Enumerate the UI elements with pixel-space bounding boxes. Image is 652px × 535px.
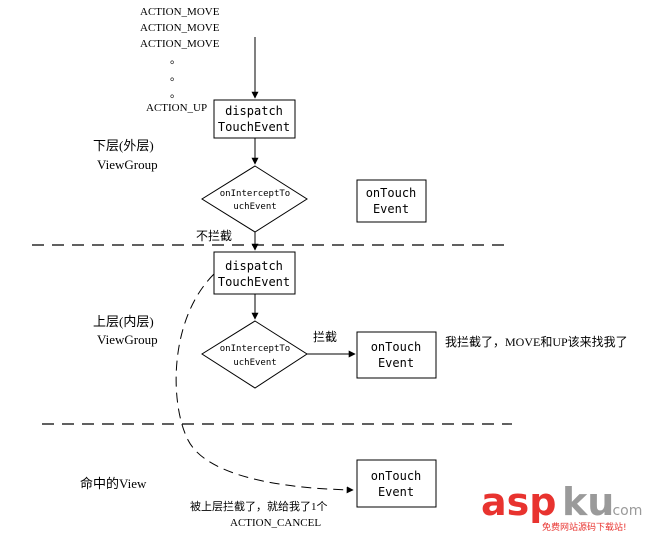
cancel-dashed-arrow — [175, 273, 354, 494]
outer-ontouch-box — [356, 179, 427, 223]
target-label: 命中的View — [80, 476, 147, 491]
event-ellipsis-2: 。 — [170, 71, 181, 83]
target-ontouch-line1: onTouch — [371, 469, 422, 483]
cancel-note-line2: ACTION_CANCEL — [230, 517, 321, 529]
outer-dispatch-line1: dispatch — [225, 104, 283, 118]
watermark-ku: ku — [562, 480, 614, 524]
inner-dispatch-line1: dispatch — [225, 259, 283, 273]
inner-label-line1: 上层(内层) — [93, 314, 154, 329]
cancel-note-line1: 被上层拦截了，就给我了1个 — [190, 499, 328, 513]
outer-intercept-line2: uchEvent — [233, 202, 276, 212]
event-action-move-1: ACTION_MOVE — [140, 6, 220, 18]
inner-ontouch-box — [356, 331, 437, 379]
watermark-asp: asp — [481, 480, 556, 524]
event-ellipsis-1: 。 — [170, 54, 181, 66]
inner-intercept-diamond — [201, 320, 308, 389]
event-action-move-3: ACTION_MOVE — [140, 38, 220, 50]
outer-ontouch-line1: onTouch — [366, 186, 417, 200]
inner-ontouch-line1: onTouch — [371, 340, 422, 354]
watermark-subtitle: 免费网站源码下载站! — [542, 521, 627, 533]
inner-label-line2: ViewGroup — [97, 332, 158, 347]
watermark-logo: asp ku .com 免费网站源码下载站! — [481, 480, 642, 533]
not-intercept-label: 不拦截 — [196, 229, 232, 243]
outer-ontouch-line2: Event — [373, 202, 409, 216]
event-action-up: ACTION_UP — [146, 102, 207, 114]
inner-intercept-line1: onInterceptTo — [220, 344, 290, 354]
watermark-com: .com — [608, 503, 642, 519]
inner-dispatch-box — [213, 251, 296, 295]
target-ontouch-box — [356, 459, 437, 508]
intercept-label: 拦截 — [313, 330, 337, 344]
event-action-move-2: ACTION_MOVE — [140, 22, 220, 34]
outer-intercept-line1: onInterceptTo — [220, 189, 290, 199]
inner-dispatch-line2: TouchEvent — [218, 275, 290, 289]
intercept-note: 我拦截了，MOVE和UP该来找我了 — [445, 335, 628, 349]
target-ontouch-line2: Event — [378, 485, 414, 499]
outer-intercept-diamond — [201, 165, 308, 233]
inner-ontouch-line2: Event — [378, 356, 414, 370]
outer-dispatch-line2: TouchEvent — [218, 120, 290, 134]
event-ellipsis-3: 。 — [170, 88, 181, 100]
inner-intercept-line2: uchEvent — [233, 358, 276, 368]
outer-label-line2: ViewGroup — [97, 157, 158, 172]
outer-label-line1: 下层(外层) — [93, 138, 154, 153]
